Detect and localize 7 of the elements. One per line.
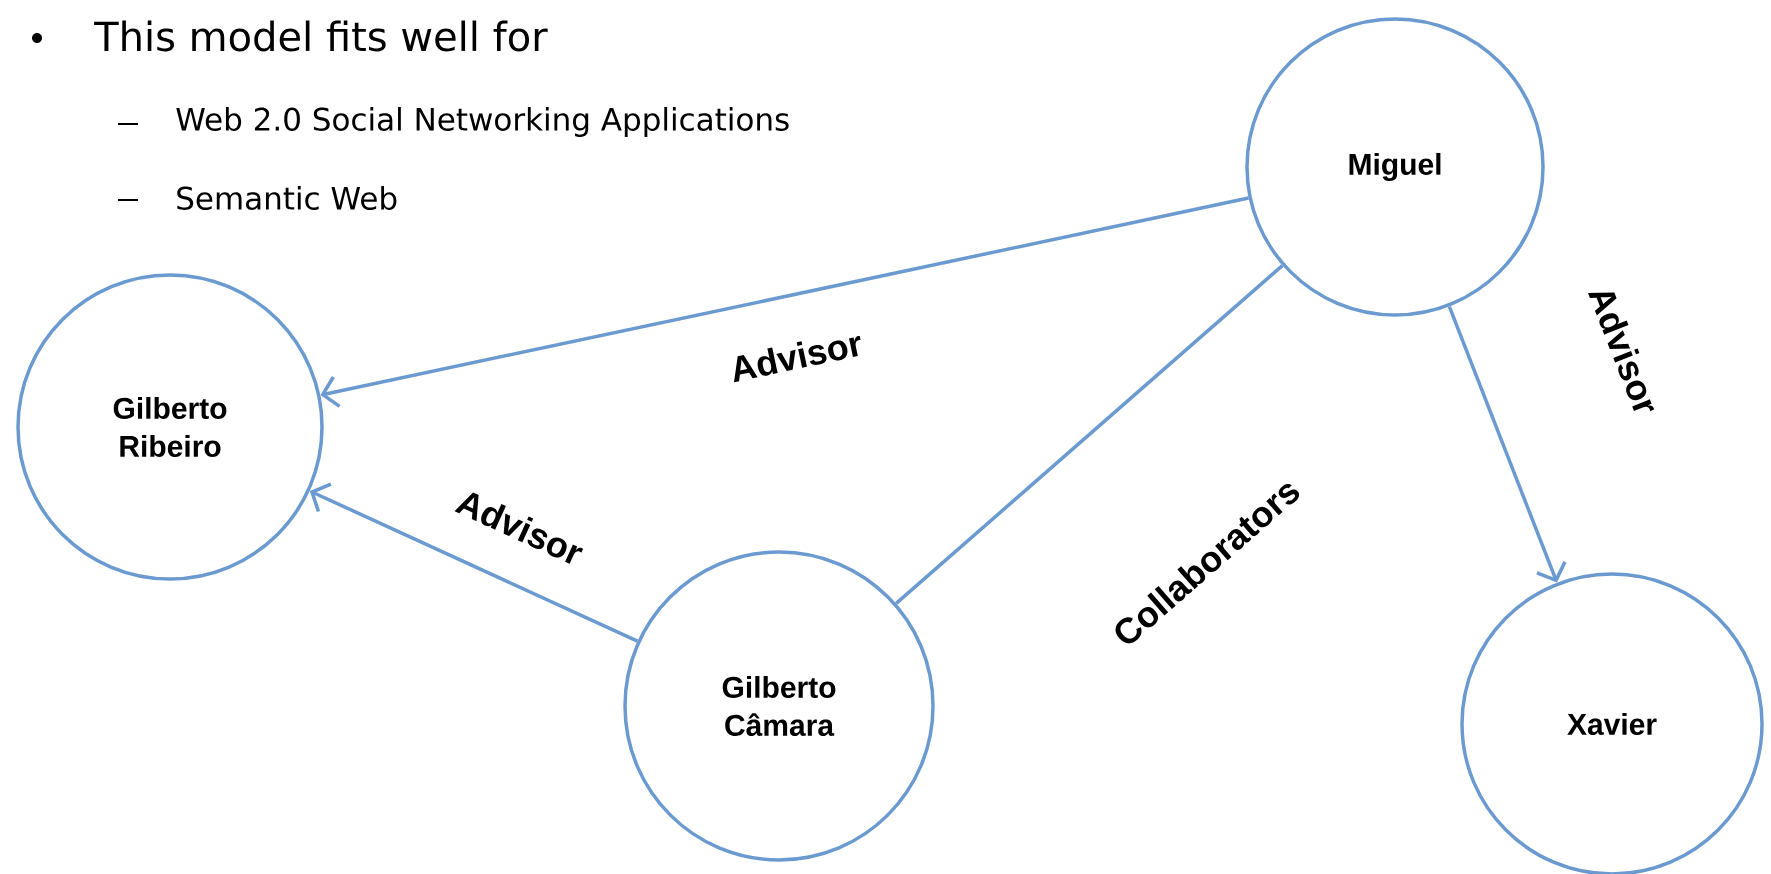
arrow bbox=[1447, 305, 1567, 583]
edge-label: Advisor bbox=[734, 336, 861, 383]
arrow bbox=[320, 196, 1249, 408]
list-item: Web 2.0 Social Networking Applications bbox=[176, 107, 789, 137]
arrow bbox=[309, 482, 639, 643]
list-item: Semantic Web bbox=[177, 186, 397, 210]
list-item: This model fits well for bbox=[94, 20, 548, 52]
